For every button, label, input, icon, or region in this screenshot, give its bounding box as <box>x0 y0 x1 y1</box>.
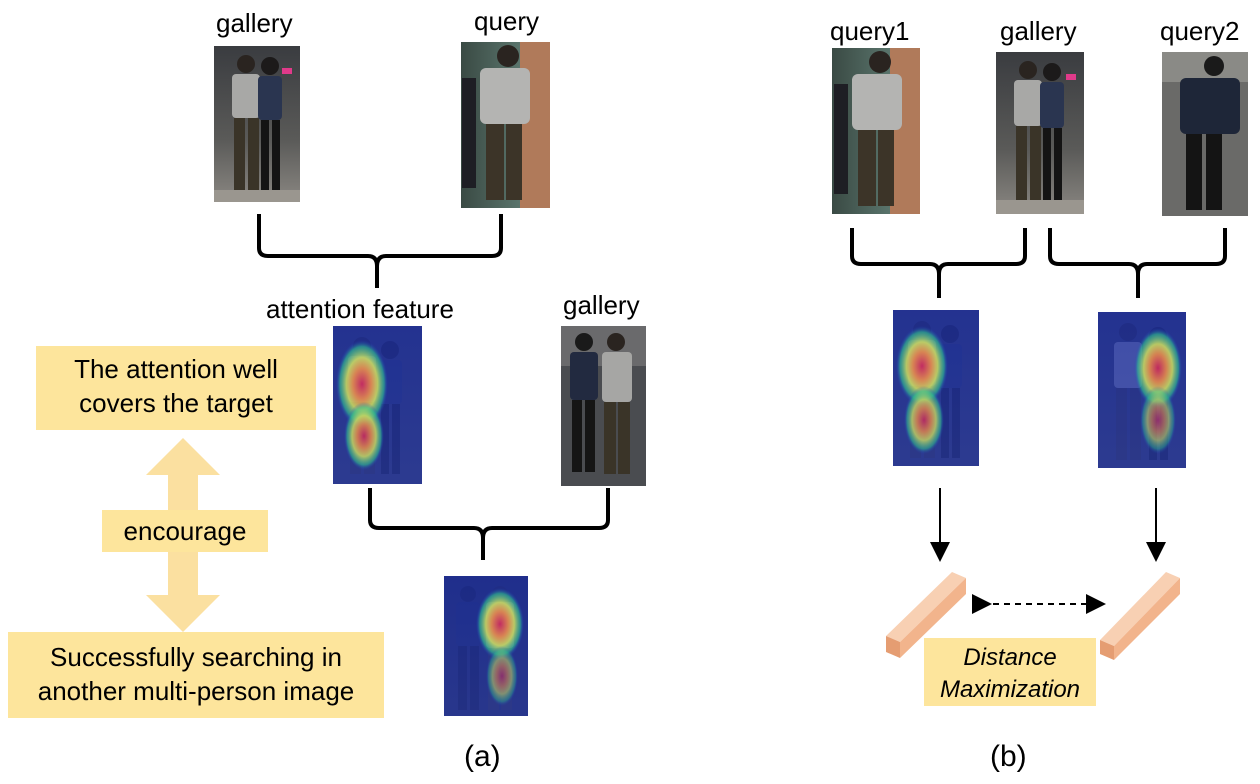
gallery-label-a-second: gallery <box>563 290 640 320</box>
gallery-label-a-top: gallery <box>216 8 293 38</box>
attention-image-b-left <box>893 310 979 466</box>
attention-feature-label: attention feature <box>266 294 454 324</box>
box-bottom-line2: another multi-person image <box>37 676 355 706</box>
bracket-a-bottom <box>368 488 610 560</box>
attention-image-b-right <box>1098 312 1186 468</box>
caption-a: (a) <box>464 740 501 773</box>
query2-image-b <box>1162 52 1248 216</box>
box-top-line1: The attention well <box>74 354 278 384</box>
caption-b: (b) <box>990 740 1027 773</box>
gallery-image-b <box>996 52 1084 214</box>
gallery-label-b: gallery <box>1000 16 1077 46</box>
box-bottom-line1: Successfully searching in <box>50 642 342 672</box>
attention-feature-image-a <box>333 326 422 484</box>
successfully-searching-box: Successfully searching in another multi-… <box>8 632 384 718</box>
feature-block-left <box>886 572 966 658</box>
attention-covers-target-box: The attention well covers the target <box>36 346 316 430</box>
gallery-image-a-second <box>561 326 646 486</box>
encourage-label: encourage <box>102 510 268 552</box>
query1-label: query1 <box>830 16 910 46</box>
bracket-a-top <box>257 214 503 288</box>
bracket-b-left <box>850 228 1027 298</box>
distance-line1: Distance <box>963 644 1057 671</box>
distance-maximization-box: Distance Maximization <box>924 638 1096 706</box>
gallery-image-a-top <box>214 46 300 202</box>
bracket-b-right <box>1048 228 1227 298</box>
box-top-line2: covers the target <box>79 388 273 418</box>
query2-label: query2 <box>1160 16 1240 46</box>
distance-line2: Maximization <box>939 676 1081 703</box>
result-image-a <box>444 576 528 716</box>
query1-image-b <box>832 48 920 214</box>
query-image-a-top <box>461 42 550 208</box>
query-label-a-top: query <box>474 6 540 36</box>
feature-block-right <box>1100 572 1180 660</box>
